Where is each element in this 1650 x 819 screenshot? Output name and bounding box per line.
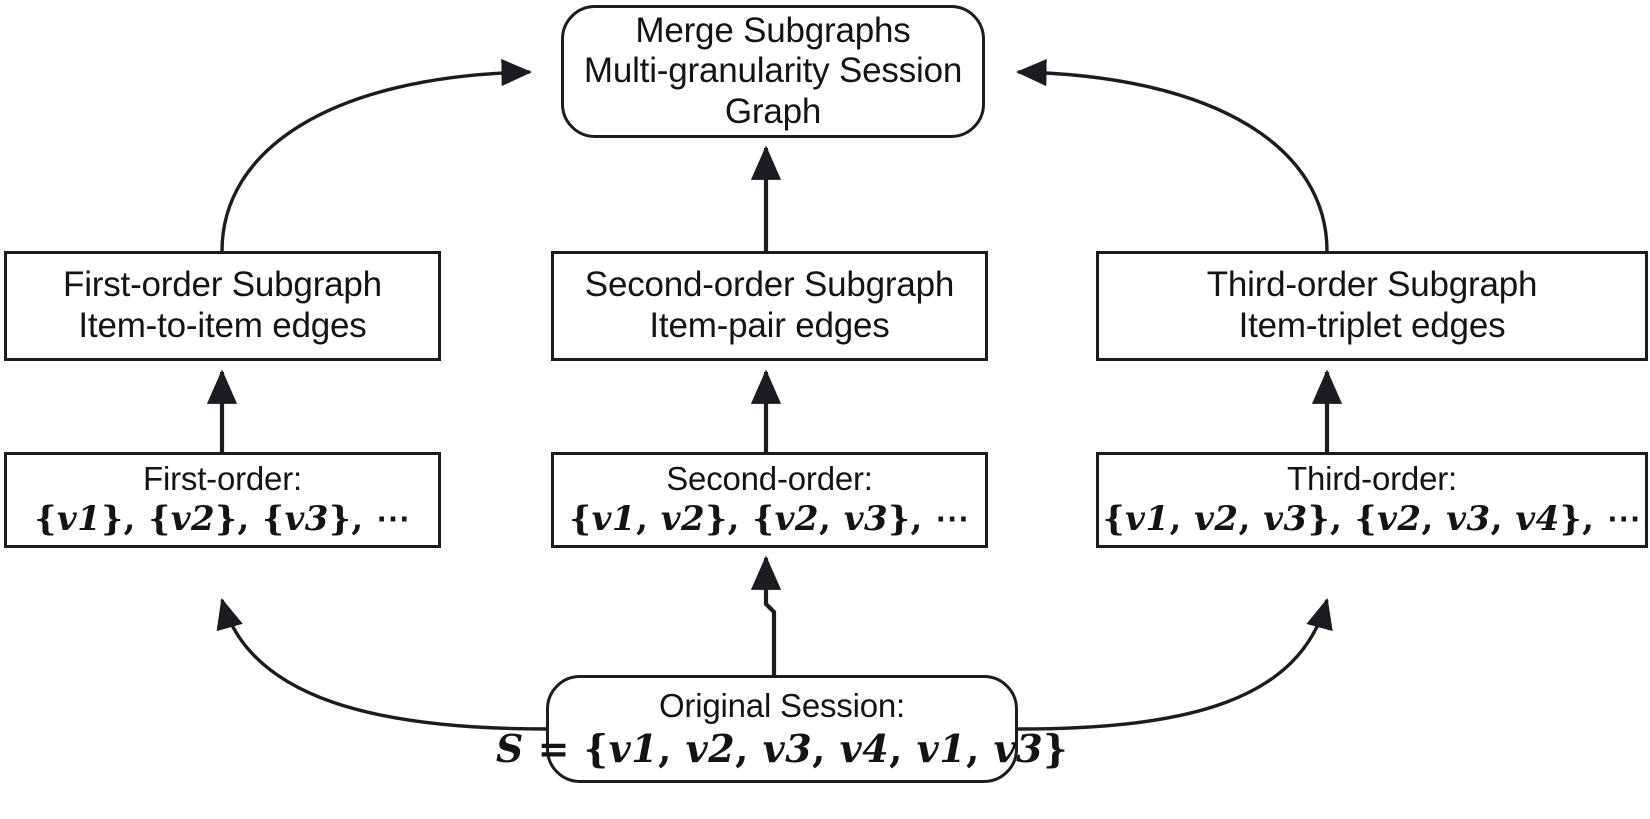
third-order-set-expression: {v1, v2, v3}, {v2, v3, v4}, ⋯ [1102, 499, 1642, 540]
merge-subgraphs-node[interactable]: Merge Subgraphs Multi-granularity Sessio… [561, 5, 985, 138]
edge-session-to-first-order [216, 598, 547, 731]
first-order-subgraph-node[interactable]: First-order Subgraph Item-to-item edges [4, 251, 441, 361]
second-order-set-title: Second-order: [666, 460, 873, 498]
edge-third-subgraph-to-merge [1015, 58, 1329, 252]
first-order-set-node[interactable]: First-order: {v1}, {v2}, {v3}, ⋯ [4, 452, 441, 548]
third-order-set-title: Third-order: [1287, 460, 1457, 498]
edge-session-to-third-order [1017, 598, 1333, 731]
merge-line-1: Merge Subgraphs [635, 10, 911, 50]
first-order-set-title: First-order: [143, 460, 302, 498]
original-session-node[interactable]: Original Session: S = {v1, v2, v3, v4, v… [496, 675, 1068, 783]
first-order-set-expression: {v1}, {v2}, {v3}, ⋯ [34, 499, 411, 540]
edge-first-subgraph-to-merge [220, 58, 533, 252]
second-order-subgraph-subtitle: Item-pair edges [649, 306, 890, 345]
first-order-subgraph-subtitle: Item-to-item edges [78, 306, 367, 345]
third-order-subgraph-node[interactable]: Third-order Subgraph Item-triplet edges [1096, 251, 1648, 361]
second-order-subgraph-node[interactable]: Second-order Subgraph Item-pair edges [551, 251, 988, 361]
original-session-title: Original Session: [658, 686, 906, 724]
second-order-set-expression: {v1, v2}, {v2, v3}, ⋯ [569, 499, 970, 540]
third-order-subgraph-title: Third-order Subgraph [1206, 265, 1538, 305]
second-order-set-node[interactable]: Second-order: {v1, v2}, {v2, v3}, ⋯ [551, 452, 988, 548]
merge-line-3: Graph [724, 91, 822, 131]
original-session-expression: S = {v1, v2, v3, v4, v1, v3} [495, 726, 1069, 772]
merge-line-2: Multi-granularity Session [583, 51, 963, 91]
third-order-subgraph-subtitle: Item-triplet edges [1238, 306, 1506, 345]
first-order-subgraph-title: First-order Subgraph [63, 265, 382, 305]
third-order-set-node[interactable]: Third-order: {v1, v2, v3}, {v2, v3, v4},… [1096, 452, 1648, 548]
edge-session-to-second-order [750, 555, 782, 676]
second-order-subgraph-title: Second-order Subgraph [584, 265, 955, 305]
